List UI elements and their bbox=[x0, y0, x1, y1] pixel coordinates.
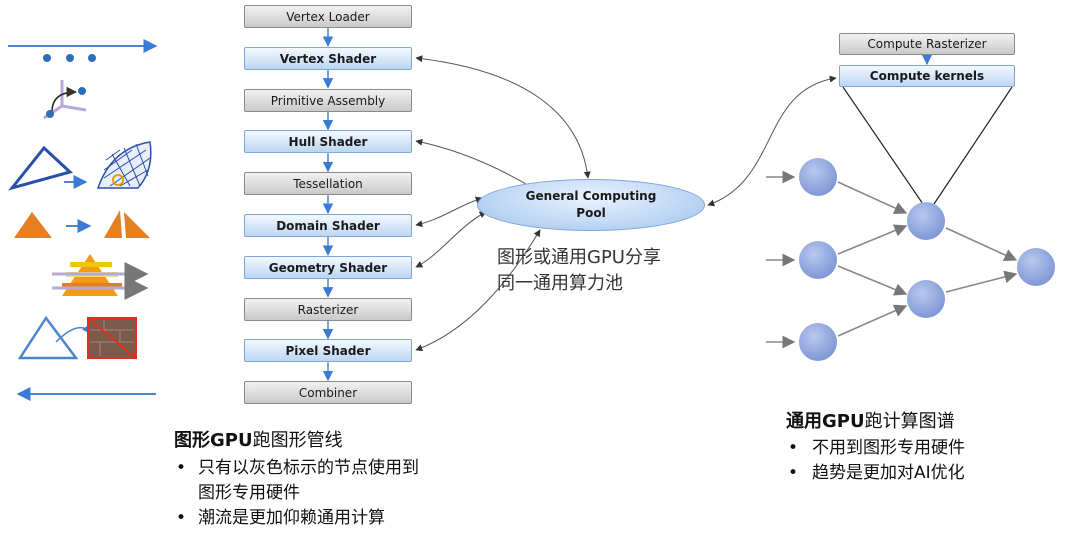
nn-nodes bbox=[799, 158, 1055, 361]
compute-kernels-pool-link bbox=[707, 75, 837, 207]
right-bullet-list: •不用到图形专用硬件 •趋势是更加对AI优化 bbox=[788, 438, 965, 483]
hidden-node bbox=[907, 202, 945, 240]
geometry-shader-pool-link bbox=[415, 211, 487, 268]
left-bullet-list: •只有以灰色标示的节点使用到 图形专用硬件 •潮流是更加仰赖通用计算 bbox=[176, 458, 419, 528]
pool-note: 图形或通用GPU分享 同一通用算力池 bbox=[497, 245, 661, 297]
stage-rasterizer: Rasterizer bbox=[244, 298, 412, 321]
left-title-bold: 图形GPU bbox=[174, 430, 253, 451]
tessellation-icon bbox=[7, 141, 152, 191]
right-bullet-2: 趋势是更加对AI优化 bbox=[812, 463, 965, 483]
stage-tessellation: Tessellation bbox=[244, 172, 412, 195]
compute-kernels-box: Compute kernels bbox=[839, 65, 1015, 87]
right-caption-title: 通用GPU跑计算图谱 bbox=[786, 407, 955, 433]
stage-geometry-shader: Geometry Shader bbox=[244, 256, 412, 279]
pool-label-line1: General Computing bbox=[525, 189, 657, 203]
stage-pixel-shader: Pixel Shader bbox=[244, 339, 412, 362]
output-node bbox=[1017, 248, 1055, 286]
top-arrow bbox=[8, 39, 158, 62]
right-title-rest: 跑计算图谱 bbox=[864, 411, 955, 432]
stage-vertex-loader: Vertex Loader bbox=[244, 5, 412, 28]
stage-vertex-shader: Vertex Shader bbox=[244, 47, 412, 70]
left-bullet-2: 潮流是更加仰赖通用计算 bbox=[198, 508, 385, 528]
hidden-node bbox=[907, 280, 945, 318]
kernel-fan-left bbox=[842, 86, 928, 211]
right-bullet-1: 不用到图形专用硬件 bbox=[812, 438, 965, 458]
transform-icon bbox=[43, 80, 87, 120]
left-bullet-1-cont: 图形专用硬件 bbox=[198, 483, 300, 503]
stage-primitive-assembly: Primitive Assembly bbox=[244, 89, 412, 112]
texture-icon bbox=[17, 315, 137, 360]
input-node bbox=[799, 241, 837, 279]
rasterize-icon bbox=[52, 254, 149, 300]
kernel-fan-right bbox=[929, 86, 1013, 211]
pixel-shader-pool-link bbox=[415, 229, 541, 352]
stage-hull-shader: Hull Shader bbox=[244, 130, 412, 153]
clipping-icon bbox=[14, 210, 150, 238]
stage-domain-shader: Domain Shader bbox=[244, 214, 412, 237]
vertex-shader-pool-link bbox=[415, 55, 591, 179]
left-caption-title: 图形GPU跑图形管线 bbox=[174, 426, 343, 452]
general-computing-pool: General Computing Pool bbox=[477, 179, 705, 231]
pool-note-line2: 同一通用算力池 bbox=[497, 273, 623, 294]
input-node bbox=[799, 323, 837, 361]
hull-shader-pool-link bbox=[415, 138, 537, 191]
right-title-bold: 通用GPU bbox=[786, 411, 865, 432]
pool-links bbox=[415, 55, 837, 352]
neural-network bbox=[766, 170, 1018, 349]
stage-combiner: Combiner bbox=[244, 381, 412, 404]
pool-note-line1: 图形或通用GPU分享 bbox=[497, 247, 661, 268]
compute-rasterizer-box: Compute Rasterizer bbox=[839, 33, 1015, 55]
left-bullet-1: 只有以灰色标示的节点使用到 bbox=[198, 458, 419, 478]
left-title-rest: 跑图形管线 bbox=[252, 430, 343, 451]
pool-label-line2: Pool bbox=[576, 206, 606, 220]
input-node bbox=[799, 158, 837, 196]
